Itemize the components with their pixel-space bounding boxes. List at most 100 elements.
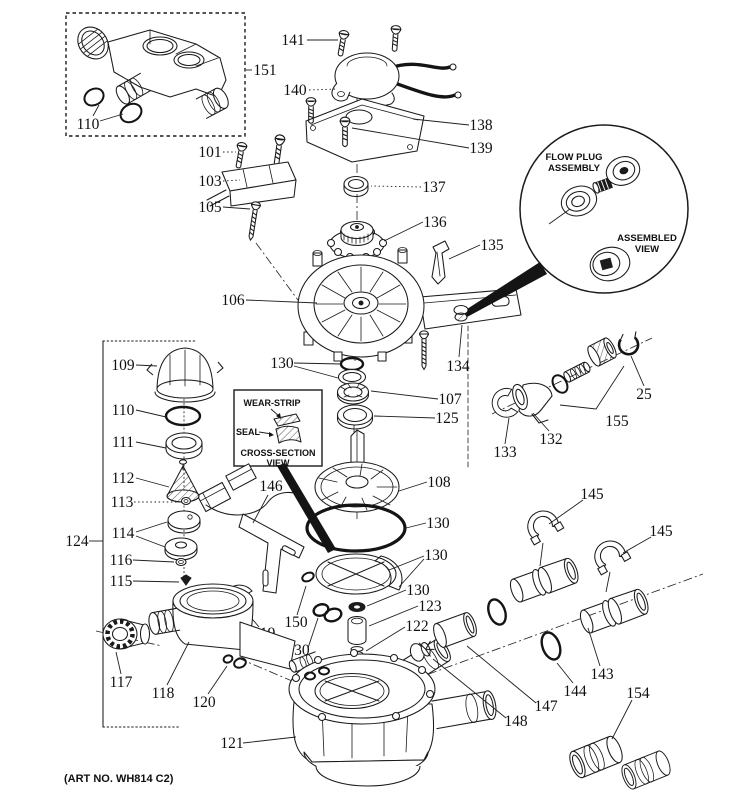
seal-drawing <box>275 425 302 444</box>
rotor-assembly: 108 <box>314 429 451 513</box>
inset-cross-section: WEAR-STRIP SEAL CROSS-SECTION VIEW <box>233 389 336 553</box>
washer-125 <box>336 404 374 430</box>
sleeve-147 <box>433 612 477 648</box>
callout-130-c: 130 <box>424 547 448 564</box>
wear-strip-label: WEAR-STRIP <box>244 398 301 408</box>
o-ring-120-a <box>222 654 234 664</box>
o-ring-144-b <box>540 631 562 661</box>
callout-103: 103 <box>198 173 222 190</box>
curved-seal-130 <box>374 555 403 591</box>
callout-108: 108 <box>427 474 451 491</box>
clip-135 <box>431 240 450 285</box>
callout-154: 154 <box>626 685 650 702</box>
callout-122: 122 <box>405 618 428 635</box>
bracket-146-group: 146 119 150 130 <box>196 463 343 659</box>
mount-plate-assembly: 138 139 137 <box>305 97 493 198</box>
callout-25: 25 <box>636 386 652 403</box>
cap-109 <box>146 347 224 403</box>
flow-plug-caption-line2: ASSEMBLY <box>548 163 601 174</box>
callout-125: 125 <box>435 410 459 427</box>
callout-130-d: 130 <box>406 582 430 599</box>
outlet-chain: 145 145 143 144 147 148 154 <box>409 486 673 790</box>
ring-111 <box>165 432 203 460</box>
assembled-caption-line1: ASSEMBLED <box>617 233 677 244</box>
art-number: (ART NO. WH814 C2) <box>64 773 174 785</box>
motor-assembly: 140 141 <box>281 24 462 107</box>
adapter-143-a <box>509 557 579 603</box>
flange-o-ring-a <box>304 671 316 681</box>
callout-130-b: 130 <box>426 515 450 532</box>
o-ring-110 <box>164 405 202 427</box>
switch-103 <box>206 161 297 207</box>
callout-146: 146 <box>259 478 283 495</box>
callout-137: 137 <box>422 179 446 196</box>
callout-123: 123 <box>418 598 442 615</box>
inset-flow-plug: FLOW PLUG ASSEMBLY ASSEMBLED VIEW <box>464 124 689 317</box>
microswitch-a <box>196 481 232 513</box>
callout-138: 138 <box>469 117 493 134</box>
seal-disc-130 <box>315 553 397 595</box>
callout-133: 133 <box>493 444 517 461</box>
plug-115 <box>180 574 192 586</box>
callout-145-b: 145 <box>649 523 673 540</box>
callout-140: 140 <box>283 82 307 99</box>
callout-143: 143 <box>590 666 614 683</box>
motor-body <box>334 52 400 100</box>
coupling-154-a <box>569 735 623 779</box>
callout-150: 150 <box>284 614 308 631</box>
callout-105: 105 <box>198 199 222 216</box>
callout-117: 117 <box>110 674 133 691</box>
drain-nut <box>587 337 617 367</box>
motor-mount-tab <box>331 82 351 102</box>
main-body-seal-disc <box>314 672 390 710</box>
callout-130-a: 130 <box>270 355 294 372</box>
piston-cup-123 <box>347 615 367 646</box>
o-ring-120-b <box>233 657 247 669</box>
motor-wire-a <box>388 62 452 70</box>
callout-121: 121 <box>220 735 243 752</box>
o-ring-110-a <box>83 87 105 107</box>
callout-112: 112 <box>112 470 135 487</box>
bracket-124 <box>89 340 197 728</box>
disc-114-b <box>164 537 198 561</box>
inset-pointer-wedge <box>464 262 547 317</box>
ring-116 <box>175 557 187 567</box>
callout-110: 110 <box>112 402 135 419</box>
callout-148: 148 <box>504 713 528 730</box>
drain-elbow-group: 133 132 155 25 <box>488 331 652 461</box>
grommet-137 <box>343 175 369 198</box>
piston-shaft <box>350 429 365 467</box>
brine-valve-column: 109 110 111 112 113 114 116 115 124 117 … <box>65 347 320 711</box>
callout-155: 155 <box>605 413 629 430</box>
callout-151: 151 <box>253 62 276 79</box>
callout-107: 107 <box>438 391 462 408</box>
callout-145-a: 145 <box>580 486 604 503</box>
assembled-caption-line2: VIEW <box>635 244 659 255</box>
o-ring-130-pair-a <box>312 603 330 617</box>
seal-label: SEAL <box>236 427 261 437</box>
inset-bypass-valve: 110 151 <box>65 12 277 137</box>
o-ring-110-b <box>119 102 143 124</box>
seal-stack: 130 107 125 <box>270 355 462 430</box>
callout-115: 115 <box>110 573 133 590</box>
callout-139: 139 <box>469 140 493 157</box>
callout-141: 141 <box>281 32 304 49</box>
injector-148 <box>409 640 435 662</box>
o-ring-130-pair-b <box>323 607 343 623</box>
bracket-146 <box>238 513 305 594</box>
callout-116: 116 <box>110 552 133 569</box>
callout-101: 101 <box>198 144 221 161</box>
callout-120: 120 <box>192 694 216 711</box>
o-ring-144-a <box>487 598 507 626</box>
knob-117 <box>102 618 151 650</box>
bypass-valve-body <box>77 26 229 119</box>
seal-group-mid: 130 130 130 123 122 <box>305 503 450 667</box>
flange-o-ring-b <box>318 666 330 676</box>
cross-section-pointer-wedge <box>277 463 336 553</box>
nut-113 <box>180 496 192 506</box>
barb-fitting <box>563 361 591 383</box>
adapter-143-b <box>579 588 649 634</box>
callout-110-inset: 110 <box>77 116 100 133</box>
